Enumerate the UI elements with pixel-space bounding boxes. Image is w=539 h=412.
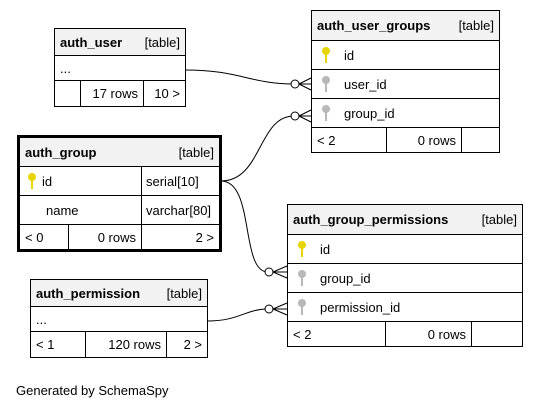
table-type: [table] — [144, 34, 180, 50]
stats-row: < 0 0 rows 2 > — [20, 225, 219, 249]
edge-permission-to-group-permissions — [206, 308, 269, 322]
table-header: auth_user [table] — [55, 29, 185, 56]
edge-end-circle — [264, 304, 274, 314]
edge-group-to-group-permissions — [220, 180, 269, 273]
column-name: user_id — [344, 76, 387, 92]
table-header: auth_group [table] — [20, 138, 219, 167]
foreign-key-icon — [298, 270, 306, 286]
children-count — [471, 322, 522, 346]
table-type: [table] — [166, 285, 202, 301]
ellipsis: ... — [36, 311, 47, 327]
children-count: 2 > — [141, 225, 219, 249]
row-count: 0 rows — [385, 322, 471, 346]
table-type: [table] — [481, 212, 517, 227]
children-count: 2 > — [166, 332, 207, 357]
column-name: group_id — [344, 105, 395, 121]
stats-row: < 2 0 rows — [312, 128, 499, 152]
parents-count: < 0 — [25, 229, 44, 245]
column-id: id — [20, 167, 141, 195]
table-name: auth_group — [25, 144, 97, 160]
column-name: group_id — [320, 270, 371, 286]
column-row: name varchar[80] — [20, 196, 219, 225]
column-name: id — [42, 173, 53, 189]
table-auth-group[interactable]: auth_group [table] id serial[10] name va… — [17, 135, 222, 252]
edge-end-circle — [264, 267, 274, 277]
column-name: id — [344, 47, 355, 63]
table-auth-permission[interactable]: auth_permission [table] ... < 1 120 rows… — [30, 279, 208, 358]
table-header: auth_permission [table] — [31, 280, 207, 307]
edge-end-circle — [290, 111, 300, 121]
row-count: 120 rows — [85, 332, 166, 357]
table-name: auth_user_groups — [317, 18, 431, 33]
column-name: id — [320, 241, 331, 257]
table-auth-group-permissions[interactable]: auth_group_permissions [table] id group_… — [287, 204, 523, 347]
column-id: id — [288, 235, 330, 263]
generated-by-footer: Generated by SchemaSpy — [16, 383, 169, 398]
stats-row: 17 rows 10 > — [55, 81, 185, 106]
table-name: auth_group_permissions — [293, 212, 449, 227]
column-row: id serial[10] — [20, 167, 219, 196]
row-count: 17 rows — [80, 81, 143, 106]
foreign-key-icon — [322, 105, 330, 121]
column-row: permission_id — [288, 293, 522, 322]
table-auth-user-groups[interactable]: auth_user_groups [table] id user_id grou… — [311, 10, 500, 153]
table-header: auth_group_permissions [table] — [288, 205, 522, 235]
table-name: auth_permission — [36, 285, 141, 301]
primary-key-icon — [322, 47, 330, 63]
primary-key-icon — [298, 241, 306, 257]
column-row: group_id — [288, 264, 522, 293]
edge-end-circle — [290, 79, 300, 89]
row-count: 0 rows — [68, 225, 141, 249]
edge-group-to-user-groups — [220, 115, 295, 182]
edge-user-to-user-groups — [184, 69, 295, 85]
column-name-field: name — [46, 202, 79, 218]
column-group-id: group_id — [288, 264, 371, 292]
foreign-key-icon — [322, 76, 330, 92]
column-id: id — [312, 41, 354, 69]
table-type: [table] — [458, 18, 494, 33]
row-count: 0 rows — [386, 128, 461, 152]
column-group-id: group_id — [312, 99, 395, 127]
children-count — [461, 128, 499, 152]
table-type: [table] — [178, 144, 214, 160]
column-type: varchar[80] — [141, 196, 219, 224]
foreign-key-icon — [298, 299, 306, 315]
column-user-id: user_id — [312, 70, 387, 98]
parents-count — [55, 81, 80, 106]
ellipsis: ... — [60, 60, 71, 76]
column-row: group_id — [312, 99, 499, 128]
children-count: 10 > — [143, 81, 185, 106]
column-type: serial[10] — [141, 167, 219, 195]
column-row: id — [288, 235, 522, 264]
column-row: id — [312, 41, 499, 70]
ellipsis-row: ... — [55, 56, 185, 81]
table-name: auth_user — [60, 34, 123, 50]
parents-count: < 1 — [36, 337, 55, 352]
table-header: auth_user_groups [table] — [312, 11, 499, 41]
column-name: permission_id — [320, 299, 401, 315]
parents-count: < 2 — [317, 132, 336, 148]
stats-row: < 1 120 rows 2 > — [31, 332, 207, 357]
column-row: user_id — [312, 70, 499, 99]
column-permission-id: permission_id — [288, 293, 400, 321]
ellipsis-row: ... — [31, 307, 207, 332]
table-auth-user[interactable]: auth_user [table] ... 17 rows 10 > — [54, 28, 186, 107]
stats-row: < 2 0 rows — [288, 322, 522, 346]
primary-key-icon — [28, 173, 36, 189]
parents-count: < 2 — [293, 326, 312, 342]
